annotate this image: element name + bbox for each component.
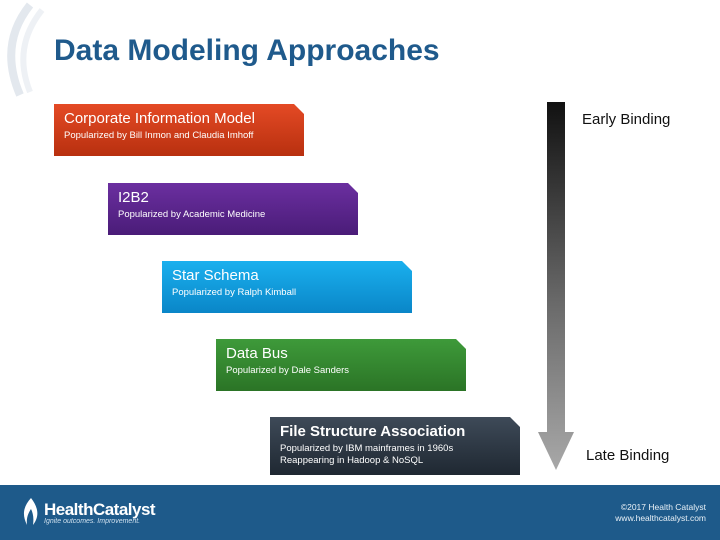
brand-tagline: Ignite outcomes. Improvement. [44, 518, 140, 525]
approach-desc-line2: Reappearing in Hadoop & NoSQL [280, 455, 512, 467]
swoosh-icon [0, 0, 60, 110]
approach-desc: Popularized by Academic Medicine [118, 209, 350, 221]
approach-name: File Structure Association [280, 423, 512, 441]
copyright-block: ©2017 Health Catalyst www.healthcatalyst… [615, 502, 706, 524]
approach-name: Data Bus [226, 345, 458, 363]
health-catalyst-flame-icon [20, 497, 42, 527]
copyright-text: ©2017 Health Catalyst [615, 502, 706, 513]
down-arrow-icon [538, 102, 574, 472]
approach-desc: Popularized by Dale Sanders [226, 365, 458, 377]
website-link[interactable]: www.healthcatalyst.com [615, 513, 706, 524]
approach-name: Star Schema [172, 267, 404, 285]
approach-desc: Popularized by Ralph Kimball [172, 287, 404, 299]
approach-i2b2: I2B2 Popularized by Academic Medicine [108, 183, 358, 235]
approach-data-bus: Data Bus Popularized by Dale Sanders [216, 339, 466, 391]
early-binding-label: Early Binding [582, 111, 670, 128]
brand-name: HealthCatalyst [44, 500, 155, 520]
approach-name: Corporate Information Model [64, 110, 296, 128]
approach-star-schema: Star Schema Popularized by Ralph Kimball [162, 261, 412, 313]
page-title: Data Modeling Approaches [54, 34, 440, 68]
approach-corporate-information-model: Corporate Information Model Popularized … [54, 104, 304, 156]
approach-file-structure-association: File Structure Association Popularized b… [270, 417, 520, 475]
approach-desc-line1: Popularized by IBM mainframes in 1960s [280, 443, 512, 455]
late-binding-label: Late Binding [586, 447, 669, 464]
approach-desc: Popularized by Bill Inmon and Claudia Im… [64, 130, 296, 142]
approach-name: I2B2 [118, 189, 350, 207]
